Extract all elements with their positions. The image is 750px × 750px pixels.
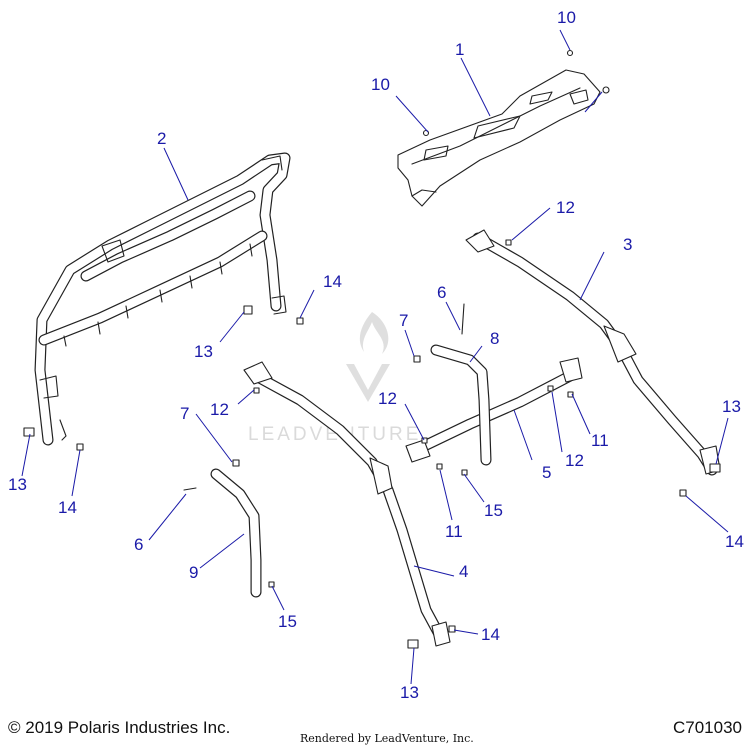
callout-9: 9 — [189, 563, 198, 582]
callout-15-lower: 15 — [278, 612, 297, 631]
part-9-brace — [210, 468, 262, 598]
callout-14-upper: 14 — [323, 272, 342, 291]
callout-2: 2 — [157, 129, 166, 148]
part-2-front-cage — [34, 152, 291, 446]
callout-4: 4 — [459, 562, 468, 581]
callout-11-right: 11 — [591, 431, 609, 450]
part-1-panel — [397, 49, 610, 207]
watermark-flame-icon — [359, 312, 389, 354]
callout-6-upper: 6 — [437, 283, 446, 302]
part-5-cross-bar — [405, 357, 583, 463]
callout-6-lower: 6 — [134, 535, 143, 554]
callout-14-lower: 14 — [481, 625, 500, 644]
callout-labels: 1 10 10 2 3 12 14 6 7 8 13 12 7 12 13 11… — [8, 8, 744, 702]
copyright-text: © 2019 Polaris Industries Inc. — [8, 718, 231, 737]
part-4-left-tube — [243, 361, 451, 647]
callout-14-right: 14 — [725, 532, 744, 551]
callout-12-right: 12 — [556, 198, 575, 217]
callout-14-left: 14 — [58, 498, 77, 517]
callout-12-lower-right: 12 — [565, 451, 584, 470]
rendered-by-text: Rendered by LeadVenture, Inc. — [300, 732, 474, 745]
callout-13-lower: 13 — [400, 683, 419, 702]
leader-lines — [21, 29, 729, 685]
callout-5: 5 — [542, 463, 551, 482]
callout-13-left: 13 — [8, 475, 27, 494]
drawing-id: C701030 — [672, 718, 742, 737]
part-8-brace — [430, 344, 492, 466]
callout-10-top-right: 10 — [557, 8, 576, 27]
callout-12-left: 12 — [210, 400, 229, 419]
callout-12-center: 12 — [378, 389, 397, 408]
callout-13-right: 13 — [722, 397, 741, 416]
watermark-text: LEADVENTURE — [248, 424, 421, 445]
callout-7-lower: 7 — [180, 404, 189, 423]
callout-11-center: 11 — [445, 522, 463, 541]
callout-7-upper: 7 — [399, 311, 408, 330]
callout-8: 8 — [490, 329, 499, 348]
watermark: LEADVENTURE — [248, 312, 421, 445]
fasteners — [23, 239, 721, 649]
callout-3: 3 — [623, 235, 632, 254]
callout-10-left: 10 — [371, 75, 390, 94]
callout-15-center: 15 — [484, 501, 503, 520]
watermark-v-icon — [346, 364, 390, 402]
callout-1: 1 — [455, 40, 464, 59]
callout-13-upper: 13 — [194, 342, 213, 361]
